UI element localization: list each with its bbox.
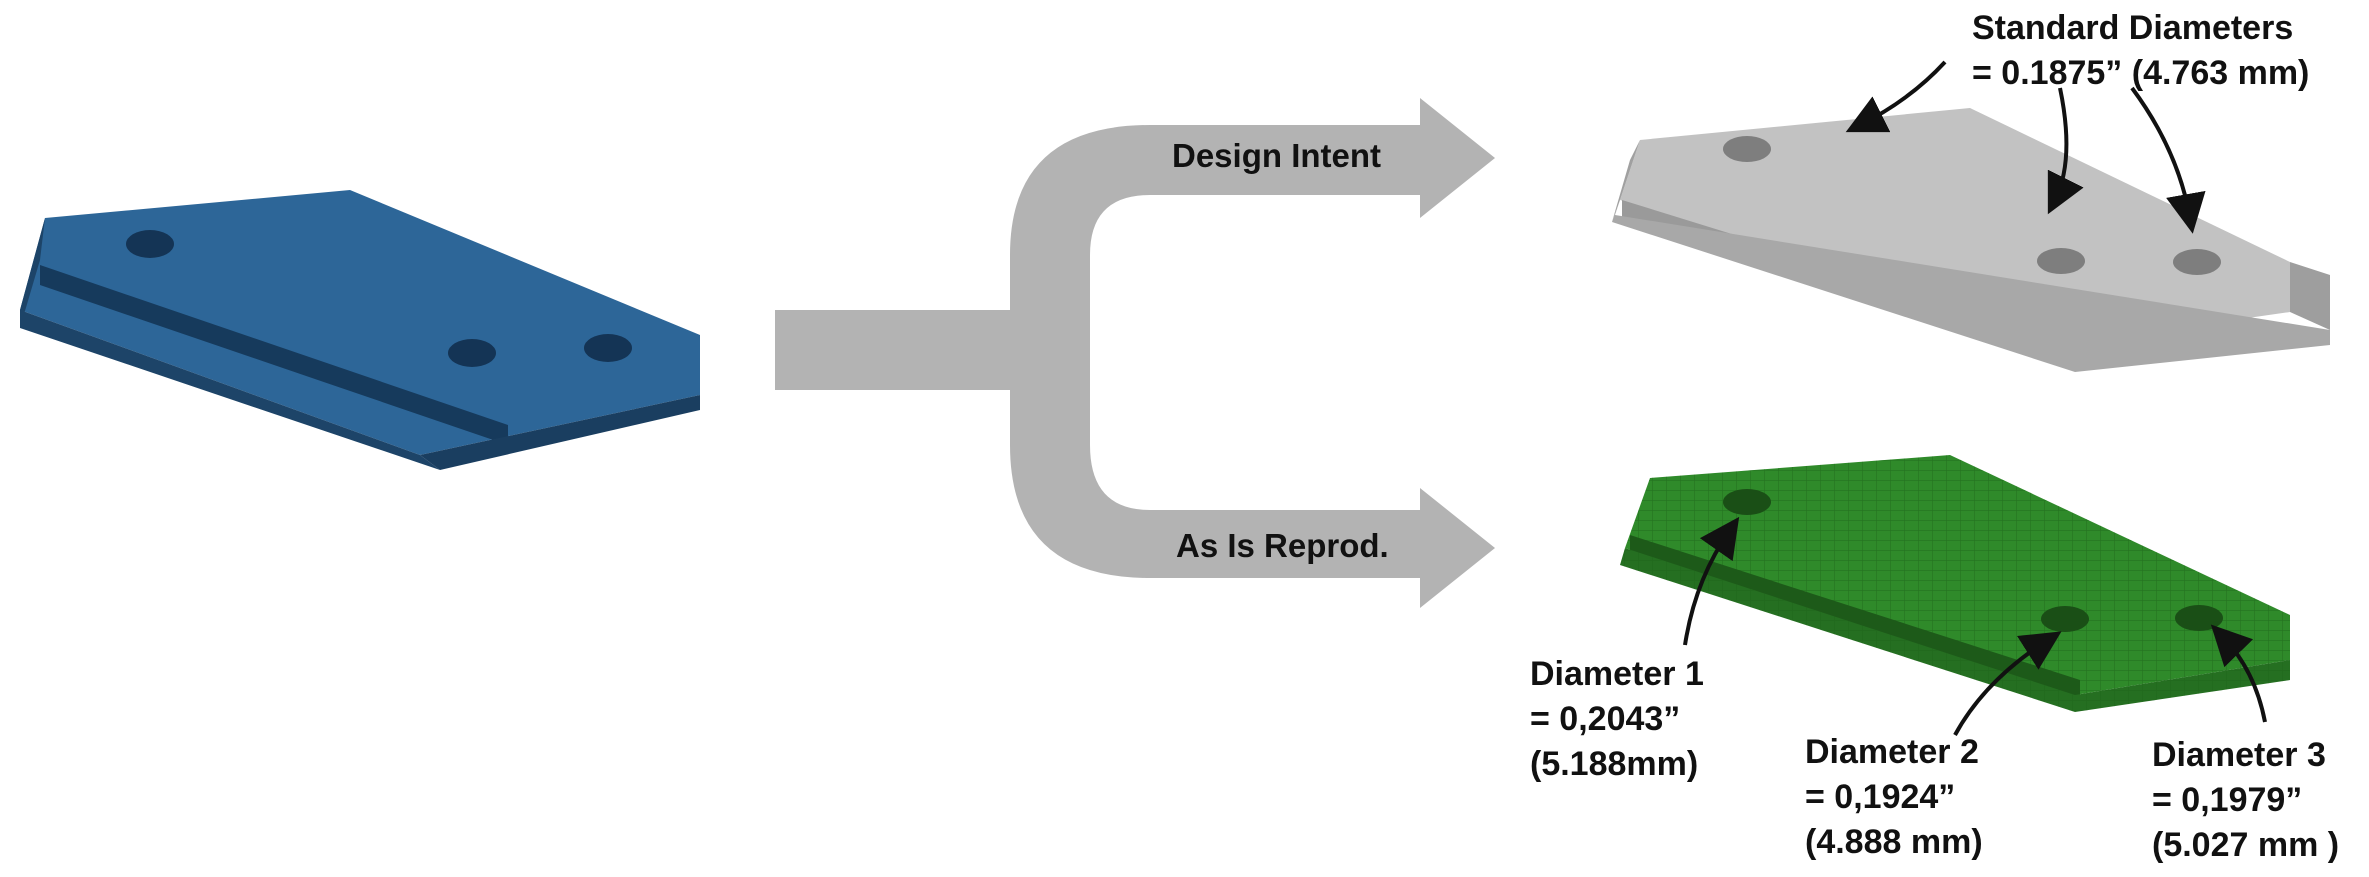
diameter-1-mm: (5.188mm) xyxy=(1530,745,1699,783)
diameter-1-annotation: Diameter 1 = 0,2043” (5.188mm) xyxy=(1530,652,1704,787)
diameter-1-inch: = 0,2043” xyxy=(1530,700,1681,738)
design-part-icon xyxy=(1612,108,2330,372)
diameter-2-inch: = 0,1924” xyxy=(1805,778,1956,816)
diameter-3-inch: = 0,1979” xyxy=(2152,781,2303,819)
original-part-icon xyxy=(20,190,700,470)
annotation-arrows xyxy=(1683,60,2267,736)
arrow-d3-icon xyxy=(2210,624,2267,723)
arrow-d2-icon xyxy=(1953,631,2062,736)
standard-diameters-title: Standard Diameters xyxy=(1972,9,2294,47)
diameter-1-title: Diameter 1 xyxy=(1530,655,1704,693)
standard-diameters-annotation: Standard Diameters = 0.1875” (4.763 mm) xyxy=(1972,6,2309,96)
scanned-part-icon xyxy=(1620,455,2290,712)
arrow-standard-2-icon xyxy=(2047,87,2084,215)
as-is-label: As Is Reprod. xyxy=(1176,527,1389,564)
diameter-2-annotation: Diameter 2 = 0,1924” (4.888 mm) xyxy=(1805,730,1983,865)
standard-diameters-value: = 0.1875” (4.763 mm) xyxy=(1972,54,2310,92)
diameter-2-title: Diameter 2 xyxy=(1805,733,1979,771)
branch-arrow-icon xyxy=(775,98,1495,608)
diameter-3-mm: (5.027 mm ) xyxy=(2152,826,2340,864)
arrow-standard-1-icon xyxy=(1845,60,1947,133)
arrow-d1-icon xyxy=(1683,516,1740,646)
design-intent-label: Design Intent xyxy=(1172,137,1382,174)
arrow-standard-3-icon xyxy=(2130,86,2206,234)
diameter-2-mm: (4.888 mm) xyxy=(1805,823,1983,861)
diameter-3-annotation: Diameter 3 = 0,1979” (5.027 mm ) xyxy=(2152,733,2339,868)
diameter-3-title: Diameter 3 xyxy=(2152,736,2326,774)
